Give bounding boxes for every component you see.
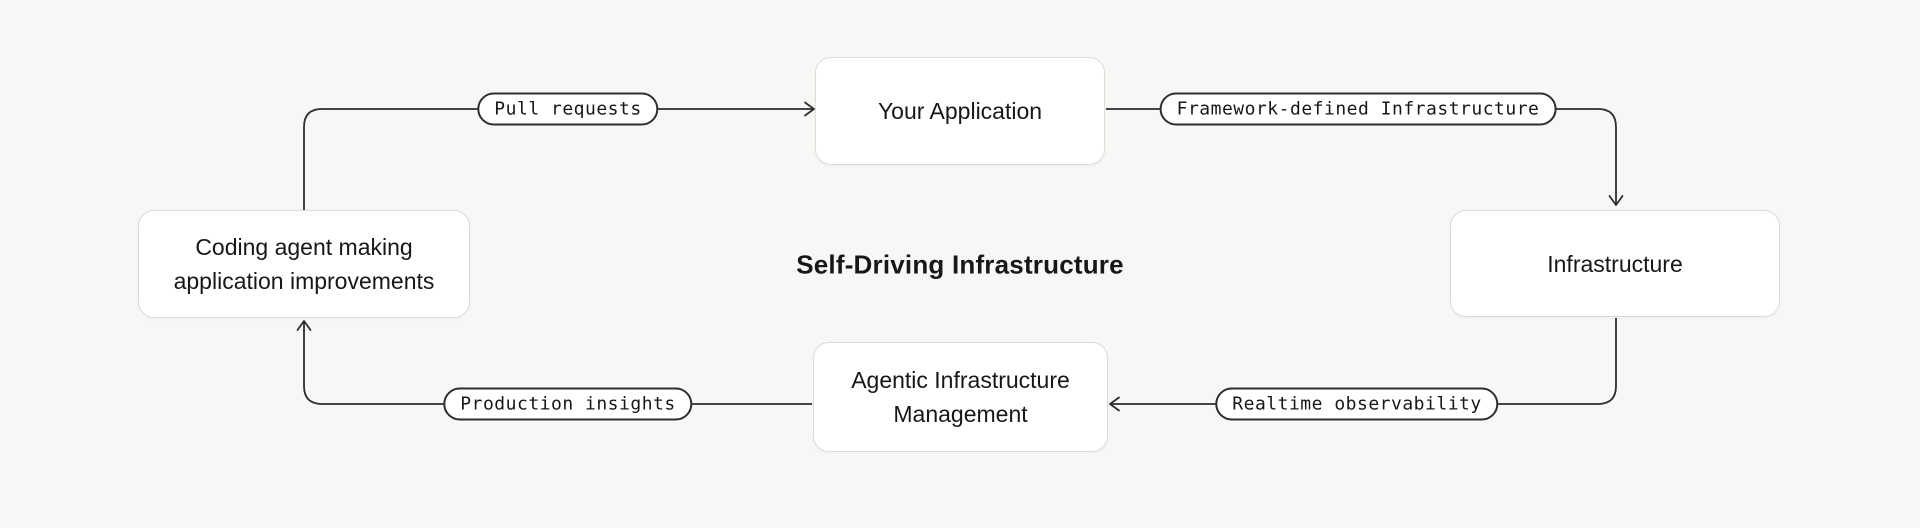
- diagram-title: Self-Driving Infrastructure: [796, 249, 1124, 280]
- edge-pull-requests-line: [303, 108, 814, 210]
- edge-production-arrowhead: [296, 320, 312, 331]
- edge-framework-line: [1106, 108, 1617, 205]
- node-agentic-management-label: Agentic Infrastructure Management: [851, 367, 1070, 427]
- node-infrastructure-label: Infrastructure: [1547, 250, 1683, 277]
- node-coding-agent-label: Coding agent making application improvem…: [173, 234, 435, 294]
- node-coding-agent: Coding agent making application improvem…: [138, 210, 470, 318]
- edge-label-pull-requests: Pull requests: [477, 92, 659, 126]
- edge-label-production-insights: Production insights: [443, 387, 693, 421]
- edge-pull-requests-arrowhead: [804, 101, 815, 117]
- edge-realtime-arrowhead: [1109, 396, 1120, 412]
- edge-framework-arrowhead: [1608, 195, 1624, 206]
- node-agentic-management: Agentic Infrastructure Management: [813, 342, 1108, 452]
- node-your-application: Your Application: [815, 57, 1105, 165]
- edge-label-realtime-observability: Realtime observability: [1215, 387, 1499, 421]
- edge-label-framework-defined-infrastructure: Framework-defined Infrastructure: [1159, 92, 1557, 126]
- edge-realtime-line: [1110, 318, 1617, 405]
- node-infrastructure: Infrastructure: [1450, 210, 1780, 317]
- node-your-application-label: Your Application: [877, 98, 1043, 124]
- edge-production-line: [303, 321, 812, 405]
